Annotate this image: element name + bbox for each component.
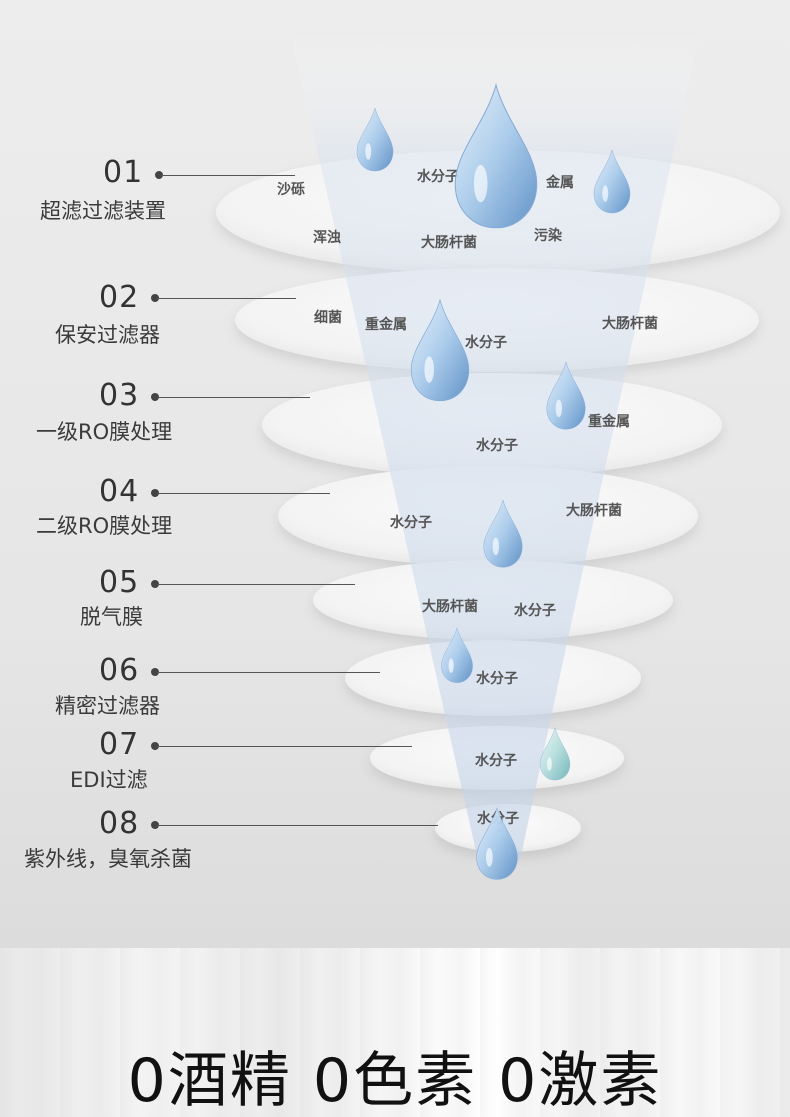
step-label: 一级RO膜处理: [36, 420, 173, 444]
leader-dot: [151, 393, 159, 401]
disc-label: 水分子: [417, 168, 459, 185]
disc-label: 沙砾: [277, 181, 305, 198]
funnel-cone: [290, 30, 700, 860]
water-drop-icon: [539, 727, 571, 781]
leader-dot: [151, 821, 159, 829]
disc-label: 大肠杆菌: [602, 315, 658, 332]
disc-label: 大肠杆菌: [566, 502, 622, 519]
slogan-text: 0酒精 0色素 0激素: [127, 1046, 663, 1116]
step-label: 紫外线，臭氧杀菌: [24, 847, 192, 871]
water-drop-icon: [546, 361, 586, 430]
water-drop-icon: [410, 298, 470, 402]
step-label: 脱气膜: [80, 605, 143, 629]
disc-label: 浑浊: [313, 229, 341, 246]
water-drop-icon: [441, 627, 473, 683]
leader-line: [157, 298, 296, 299]
step-label: 保安过滤器: [55, 323, 160, 347]
leader-dot: [151, 742, 159, 750]
leader-line: [157, 584, 355, 585]
disc-label: 重金属: [365, 316, 407, 333]
step-number: 08: [99, 806, 140, 841]
step-number: 04: [99, 474, 140, 509]
leader-line: [157, 825, 438, 826]
water-drop-icon: [454, 83, 538, 229]
disc-label: 水分子: [390, 514, 432, 531]
water-drop-icon: [483, 499, 523, 568]
disc-label: 污染: [534, 227, 563, 244]
filtration-diagram: 沙砾水分子金属浑浊大肠杆菌污染细菌重金属水分子大肠杆菌重金属水分子水分子大肠杆菌…: [24, 30, 780, 880]
funnel-graphic: 沙砾水分子金属浑浊大肠杆菌污染细菌重金属水分子大肠杆菌重金属水分子水分子大肠杆菌…: [216, 30, 780, 880]
step-number: 02: [99, 280, 140, 315]
disc-label: 细菌: [314, 309, 342, 326]
leader-line: [161, 175, 295, 176]
bottom-banner: [0, 948, 790, 1117]
water-drop-icon: [356, 107, 394, 172]
step-number: 07: [99, 727, 140, 762]
disc-label: 水分子: [514, 602, 556, 619]
disc-label: 水分子: [476, 670, 518, 687]
leader-dot: [155, 171, 163, 179]
water-drop-icon: [593, 149, 631, 214]
leader-dot: [151, 294, 159, 302]
step-label: 超滤过滤装置: [40, 199, 166, 223]
step-number: 03: [99, 378, 140, 413]
step-label: EDI过滤: [70, 768, 148, 792]
step-label: 二级RO膜处理: [36, 514, 173, 538]
leader-dot: [151, 668, 159, 676]
disc-label: 金属: [545, 174, 574, 191]
step-label: 精密过滤器: [55, 694, 160, 718]
step-number: 06: [99, 653, 140, 688]
leader-dot: [151, 489, 159, 497]
disc-label: 大肠杆菌: [421, 234, 477, 251]
disc-label: 水分子: [476, 437, 518, 454]
disc-label: 水分子: [465, 334, 507, 351]
disc-label: 重金属: [588, 413, 630, 430]
leader-dot: [151, 580, 159, 588]
water-drop-icon: [476, 807, 518, 880]
leader-line: [157, 672, 380, 673]
leader-line: [157, 746, 412, 747]
disc-label: 大肠杆菌: [422, 598, 478, 615]
step-number: 01: [103, 155, 144, 190]
step-number: 05: [99, 565, 140, 600]
leader-line: [157, 493, 330, 494]
disc-label: 水分子: [475, 752, 517, 769]
leader-line: [157, 397, 310, 398]
